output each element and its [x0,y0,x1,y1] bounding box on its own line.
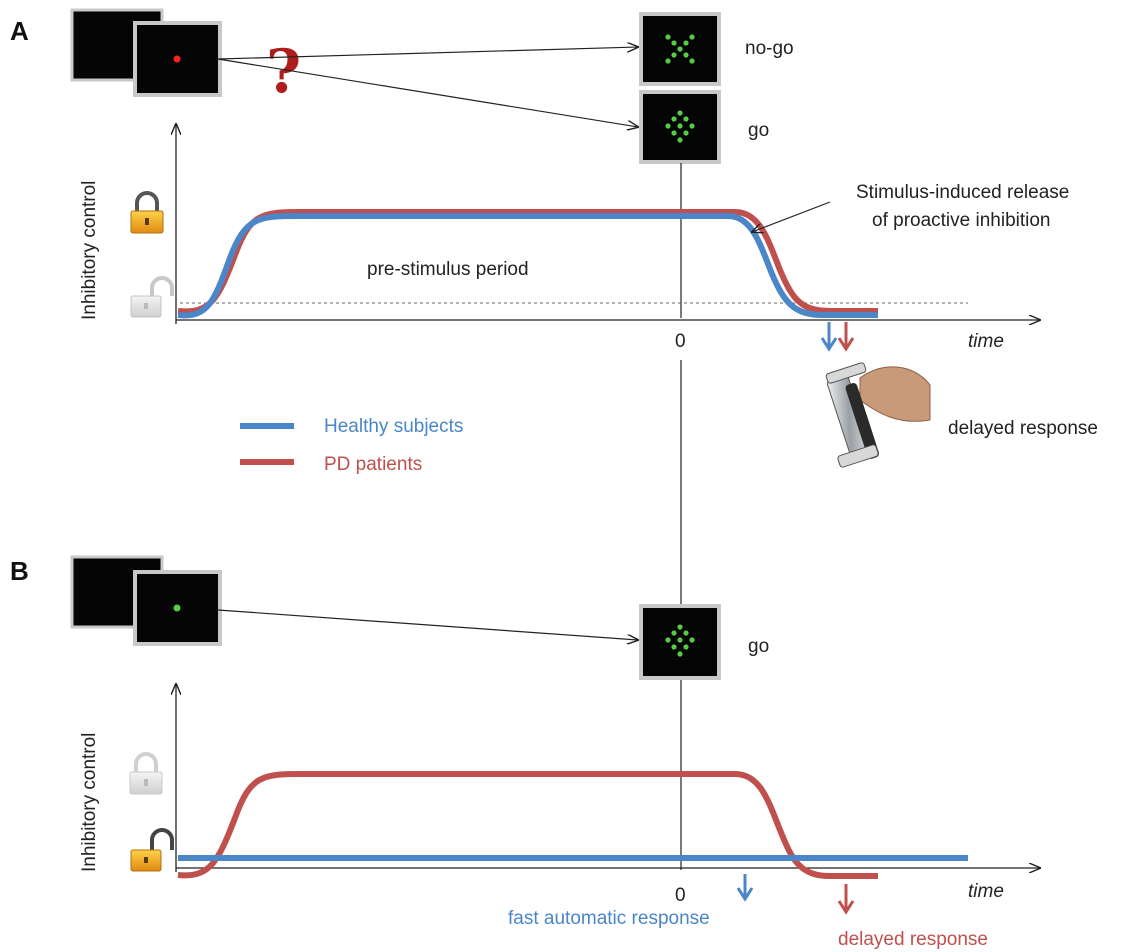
x-axis-label-b: time [968,881,1004,902]
green-cue-dot [173,604,181,612]
go-label-a: go [748,120,769,141]
cue-screen-stack-a [70,8,222,97]
locked-icon-a [130,191,164,234]
unlocked-icon-b [130,828,174,872]
unlocked-icon-a [130,276,174,318]
nogo-label: no-go [745,38,794,59]
annotation-line-1: Stimulus-induced release [856,182,1069,203]
legend-label-pd: PD patients [324,454,422,475]
healthy-curve-a [177,213,878,319]
red-cue-dot [173,55,181,63]
annotation-line-2: of proactive inhibition [872,210,1051,231]
delayed-response-label-a: delayed response [948,418,1098,439]
go-label-b: go [748,636,769,657]
grip-device-icon [825,362,931,468]
zero-tick-a: 0 [675,331,686,352]
panel-b-label: B [10,556,29,586]
go-stimulus-screen-a [639,90,721,164]
x-axis-label-a: time [968,331,1004,352]
cue-screen-stack-b [70,555,222,646]
fast-response-label: fast automatic response [508,908,710,929]
y-axis-label-a: Inhibitory control [79,181,100,320]
nogo-stimulus-screen [639,12,721,86]
pre-stimulus-label: pre-stimulus period [367,259,529,280]
annotation-arrow [752,201,831,232]
go-stimulus-screen-b [639,604,721,680]
arrow-to-go-a [217,58,638,127]
y-axis-label-b: Inhibitory control [79,733,100,872]
legend-label-healthy: Healthy subjects [324,416,463,437]
pd-curve-b [177,771,878,879]
panel-a-label: A [10,16,29,46]
locked-icon-b [129,752,163,795]
zero-tick-b: 0 [675,885,686,906]
arrow-to-go-b [217,609,638,640]
legend: Healthy subjects PD patients [240,416,463,475]
arrow-to-nogo [217,47,638,60]
delayed-response-label-b: delayed response [838,929,988,950]
